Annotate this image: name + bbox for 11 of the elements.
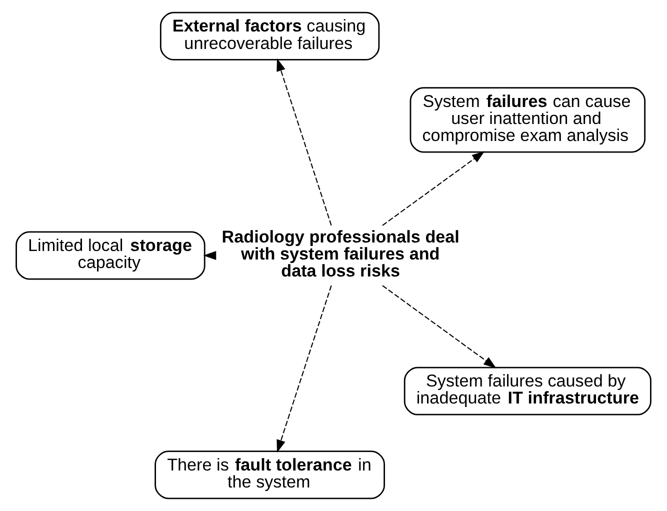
node-box: System failures caused by inadequate IT infrastructure	[404, 366, 652, 416]
arrow	[203, 251, 216, 260]
node-box: System failures can cause user inattention and compromise exam analysis	[410, 87, 646, 153]
node-box: Limited local storage capacity	[16, 231, 206, 280]
node-box: External factors causing unrecoverable failures	[160, 12, 380, 60]
arrow	[382, 285, 496, 368]
node-text: Radiology professionals deal with system failures and data loss risks	[222, 227, 460, 281]
arrow	[276, 285, 332, 453]
arrow	[382, 151, 485, 226]
node-box: There is fault tolerance in the system	[154, 450, 385, 500]
arrow	[276, 58, 332, 226]
